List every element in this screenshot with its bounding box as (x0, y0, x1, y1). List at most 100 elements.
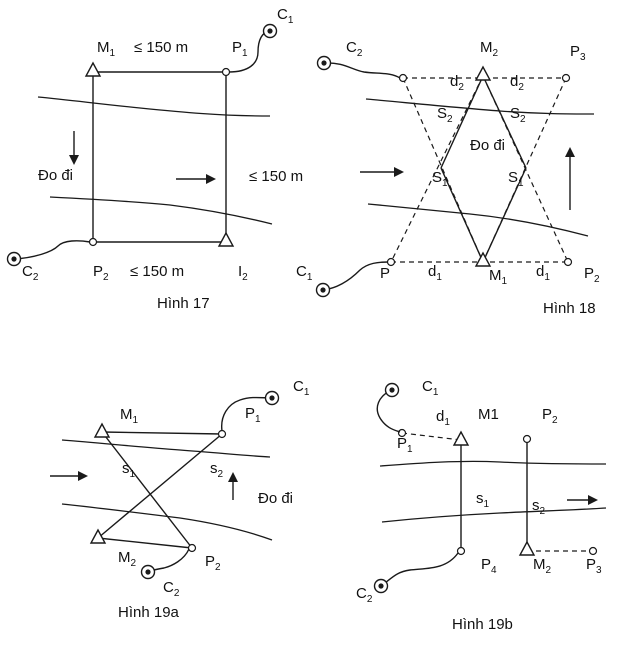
fig19b-label-d1: d1 (436, 408, 450, 428)
fig19a-line-P1-M2 (97, 433, 223, 539)
fig18-label-P2: P2 (584, 265, 600, 285)
fig19a-label-M2: M2 (118, 549, 137, 569)
fig19a-flow-label: Đo đi (258, 490, 293, 507)
fig17-arrow-right (176, 174, 216, 184)
fig19a-point-P1 (217, 429, 227, 439)
fig17-point-P2 (88, 237, 98, 247)
fig19b-label-M2: M2 (533, 556, 552, 576)
fig19b-label-P2: P2 (542, 406, 558, 426)
fig18-river-bank-bottom (367, 203, 589, 237)
fig18-label-d1-left: d1 (428, 263, 442, 283)
fig18-control-C2 (316, 55, 332, 71)
fig19b-label-s1: s1 (476, 490, 490, 510)
fig18-label-C1: C1 (296, 263, 313, 283)
fig17-bottom-distance: ≤ 150 m (130, 263, 184, 280)
fig18-point-P3 (561, 73, 571, 83)
fig18-dashed-diag-left (402, 77, 484, 263)
fig19b-label-C1: C1 (422, 378, 439, 398)
fig18-dashed-diag-bl (390, 75, 484, 263)
fig19a-leader-C1 (221, 396, 273, 432)
fig19a-line-M2-P2 (97, 537, 193, 549)
fig18-control-C1 (315, 282, 331, 298)
fig19b-label-P3: P3 (586, 556, 602, 576)
fig18-label-P: P (380, 265, 390, 282)
fig18-line-M1-left (440, 167, 484, 263)
fig17-control-C1 (262, 23, 278, 39)
fig17-station-M1 (84, 61, 102, 77)
fig18-point-P2 (563, 257, 573, 267)
fig19a-label-s2: s2 (210, 460, 224, 480)
fig19b-caption: Hình 19b (452, 616, 513, 633)
fig19b-river-bank-bottom (381, 507, 607, 523)
fig17-label-P1: P1 (232, 39, 248, 59)
fig18-label-M1: M1 (489, 267, 508, 287)
fig19b-point-P4 (456, 546, 466, 556)
fig18-leader-C1 (322, 261, 389, 291)
fig19a-label-C2: C2 (163, 579, 180, 599)
fig18-caption: Hình 18 (543, 300, 596, 317)
fig18-line-M1-right (482, 167, 527, 263)
fig17-label-C1: C1 (277, 6, 294, 26)
fig19a-line-M1-P1 (101, 431, 223, 435)
fig19b-label-C2: C2 (356, 585, 373, 605)
fig18-label-S2-right: S2 (510, 105, 526, 125)
fig17-flow-arrow-down (69, 131, 79, 165)
fig19b-station-M1 (452, 430, 470, 446)
fig19a-flow-arrow-up (228, 472, 238, 500)
fig19a-control-C1 (264, 390, 280, 406)
fig19b-label-P1: P1 (397, 435, 413, 455)
fig18-label-d2-right: d2 (510, 73, 524, 93)
figure-19a: C1 M1 P1 s1 s2 Đo đi M2 P2 C2 Hình 19a (50, 378, 310, 621)
fig19b-control-C2 (373, 578, 389, 594)
fig17-station-I2 (217, 231, 235, 247)
fig18-point-left-top (398, 73, 408, 83)
fig17-control-C2 (6, 251, 22, 267)
fig17-point-P1 (221, 67, 231, 77)
fig19a-control-C2 (140, 564, 156, 580)
fig17-river-bank-bottom (49, 196, 273, 225)
fig19b-leader-C2 (380, 552, 459, 587)
fig19b-point-P3 (588, 546, 598, 556)
fig19b-point-P2 (522, 434, 532, 444)
fig18-flow-arrow-up (565, 147, 575, 210)
fig17-side-distance: ≤ 150 m (249, 168, 303, 185)
fig17-river-bank-top (37, 96, 271, 117)
fig18-label-P3: P3 (570, 43, 586, 63)
fig19a-label-P1: P1 (245, 405, 261, 425)
fig18-line-M2-left (440, 75, 484, 169)
fig19a-station-M2 (89, 528, 107, 544)
fig19a-label-C1: C1 (293, 378, 310, 398)
fig17-leader-C2 (13, 240, 91, 260)
fig17-caption: Hình 17 (157, 295, 210, 312)
fig19a-label-P2: P2 (205, 553, 221, 573)
fig19b-station-M2 (518, 540, 536, 556)
fig19b-flow-arrow-right (567, 495, 598, 505)
fig18-river-bank-top (365, 98, 595, 115)
fig17-label-P2: P2 (93, 263, 109, 283)
fig19b-control-C1 (384, 382, 400, 398)
fig19b-river-bank-top (379, 460, 607, 467)
fig18-label-S1-right: S1 (508, 169, 524, 189)
fig19b-label-s2: s2 (532, 497, 546, 517)
fig18-label-C2: C2 (346, 39, 363, 59)
fig19a-river-bank-bottom (61, 503, 273, 541)
fig18-label-S1-left: S1 (432, 169, 448, 189)
fig19b-dashed-P1-M1 (401, 432, 462, 441)
fig19a-arrow-right (50, 471, 88, 481)
fig18-label-d2-left: d2 (450, 73, 464, 93)
fig17-label-I2: I2 (238, 263, 248, 283)
fig19a-label-M1: M1 (120, 406, 139, 426)
fig17-label-M1: M1 (97, 39, 116, 59)
fig18-leader-C2 (323, 62, 401, 79)
fig19a-label-s1: s1 (122, 460, 136, 480)
fig17-label-C2: C2 (22, 263, 39, 283)
fig19b-leader-C1 (376, 389, 401, 433)
fig19b-label-M1: M1 (478, 406, 499, 423)
fig18-label-M2: M2 (480, 39, 499, 59)
fig19a-caption: Hình 19a (118, 604, 180, 621)
figure-18: C2 M2 P3 d2 d2 S2 S2 Đo đi S1 S1 C1 P d1… (296, 39, 600, 317)
fig18-label-d1-right: d1 (536, 263, 550, 283)
fig19b-label-P4: P4 (481, 556, 497, 576)
